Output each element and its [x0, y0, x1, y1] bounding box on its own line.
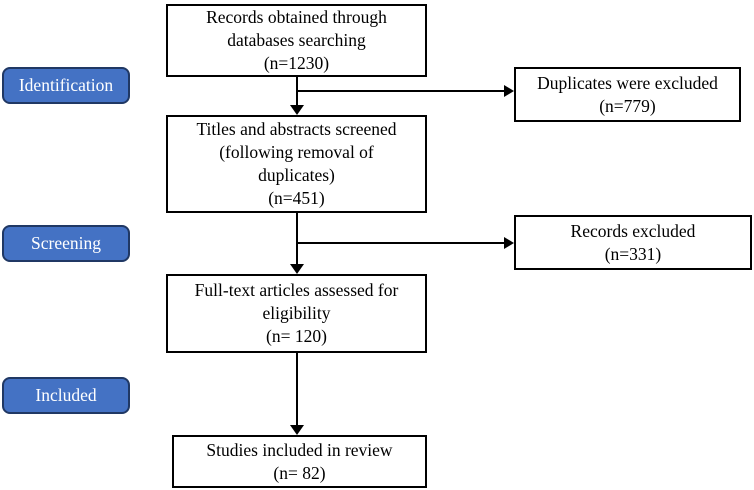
box-text-line: Studies included in review [206, 439, 393, 460]
box-duplicates-excluded: Duplicates were excluded (n=779) [514, 67, 741, 122]
box-text-line: (n= 120) [266, 326, 327, 346]
arrow-fulltext-to-included-line [296, 353, 298, 426]
box-text-line: Full-text articles assessed for [194, 280, 399, 300]
box-text-line: databases searching [227, 30, 366, 50]
box-text-line: (n=331) [604, 243, 662, 264]
stage-label-text: Screening [31, 233, 101, 253]
box-records-excluded: Records excluded (n=331) [514, 215, 752, 270]
arrow-down-icon [290, 105, 304, 115]
box-text-line: (n=1230) [263, 53, 330, 73]
arrow-down-icon [290, 264, 304, 274]
box-text-line: (n=451) [268, 188, 325, 208]
box-text-line: Records excluded [570, 220, 696, 241]
stage-label-included: Included [2, 377, 130, 414]
stage-label-identification: Identification [2, 67, 130, 104]
box-text-line: (n=779) [599, 95, 656, 116]
box-text-line: Records obtained through [206, 7, 387, 27]
box-studies-included: Studies included in review (n= 82) [172, 435, 427, 488]
box-text-line: Duplicates were excluded [537, 72, 718, 93]
box-text-line: (n= 82) [273, 462, 326, 483]
stage-label-text: Included [35, 385, 97, 405]
stage-label-screening: Screening [2, 225, 130, 262]
arrow-to-duplicates-excluded-line [297, 90, 504, 92]
box-fulltext-assessed: Full-text articles assessed for eligibil… [166, 274, 427, 353]
box-text-line: (following removal of [219, 142, 374, 162]
arrow-to-records-excluded-line [297, 242, 504, 244]
box-text-line: duplicates) [258, 165, 335, 185]
arrow-right-icon [504, 237, 514, 249]
box-titles-abstracts-screened: Titles and abstracts screened (following… [166, 115, 427, 213]
arrow-right-icon [504, 85, 514, 97]
box-records-obtained: Records obtained through databases searc… [166, 4, 427, 77]
box-text-line: Titles and abstracts screened [196, 119, 397, 139]
arrow-down-icon [290, 425, 304, 435]
box-text-line: eligibility [262, 303, 331, 323]
stage-label-text: Identification [18, 75, 114, 95]
arrow-screened-to-fulltext-line [296, 213, 298, 265]
